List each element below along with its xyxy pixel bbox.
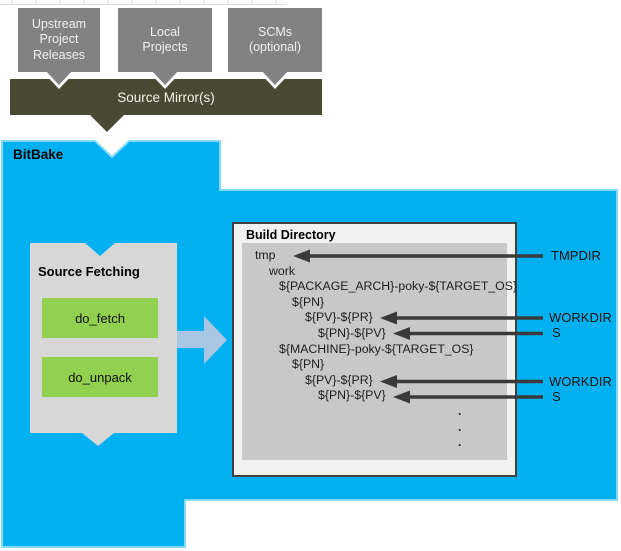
tree-ellipsis-dot: .: [458, 435, 462, 450]
tree-line: ${PN}-${PV}: [318, 325, 386, 340]
do-unpack-label: do_unpack: [68, 369, 132, 385]
s-label-2: S: [552, 389, 561, 404]
tree-line: ${PN}: [292, 357, 325, 372]
tree-line: ${PN}: [292, 294, 325, 309]
tree-line: tmp: [255, 248, 276, 262]
upstream-project-releases-box: Upstream Project Releases: [18, 8, 100, 72]
grid-ticks: [0, 0, 286, 5]
build-directory-tree: tmp work ${PACKAGE_ARCH}-poky-${TARGET_O…: [242, 243, 518, 460]
tree-ellipsis-dot: .: [458, 403, 462, 418]
source-mirror-label: Source Mirror(s): [117, 89, 215, 105]
source-mirror-tail: [89, 114, 125, 132]
source-fetching-title: Source Fetching: [38, 264, 140, 279]
tree-line: ${PACKAGE_ARCH}-poky-${TARGET_OS}: [279, 279, 518, 294]
s-label-1: S: [552, 325, 561, 340]
tree-line: ${PN}-${PV}: [318, 388, 386, 403]
source-fetching-panel: Source Fetching do_fetch do_unpack: [30, 243, 177, 433]
do-fetch-label: do_fetch: [75, 310, 125, 326]
source-box-tails: [42, 71, 292, 89]
build-directory-panel: Build Directory tmp work ${PACKAGE_ARCH}…: [232, 222, 517, 477]
do-fetch-task: do_fetch: [42, 298, 158, 338]
tree-ellipsis-dot: .: [458, 419, 462, 434]
local-projects-label: Local Projects: [142, 24, 188, 55]
tree-line: ${PV}-${PR}: [305, 310, 373, 325]
tmpdir-label: TMPDIR: [551, 248, 601, 263]
workdir-label-1: WORKDIR: [549, 310, 612, 325]
source-fetching-notch: [85, 243, 115, 256]
flow-arrow-icon: [176, 316, 227, 364]
workdir-label-2: WORKDIR: [549, 374, 612, 389]
scms-label: SCMs (optional): [248, 24, 302, 55]
source-fetching-tail: [82, 433, 114, 446]
scms-box: SCMs (optional): [228, 8, 322, 72]
upstream-project-releases-label: Upstream Project Releases: [31, 16, 87, 62]
bitbake-label: BitBake: [13, 147, 64, 162]
local-projects-box: Local Projects: [118, 8, 212, 72]
build-directory-title: Build Directory: [246, 228, 336, 242]
tree-line: ${MACHINE}-poky-${TARGET_OS}: [279, 341, 474, 356]
tree-line: ${PV}-${PR}: [305, 372, 373, 387]
do-unpack-task: do_unpack: [42, 357, 158, 397]
tree-line: work: [269, 263, 295, 278]
